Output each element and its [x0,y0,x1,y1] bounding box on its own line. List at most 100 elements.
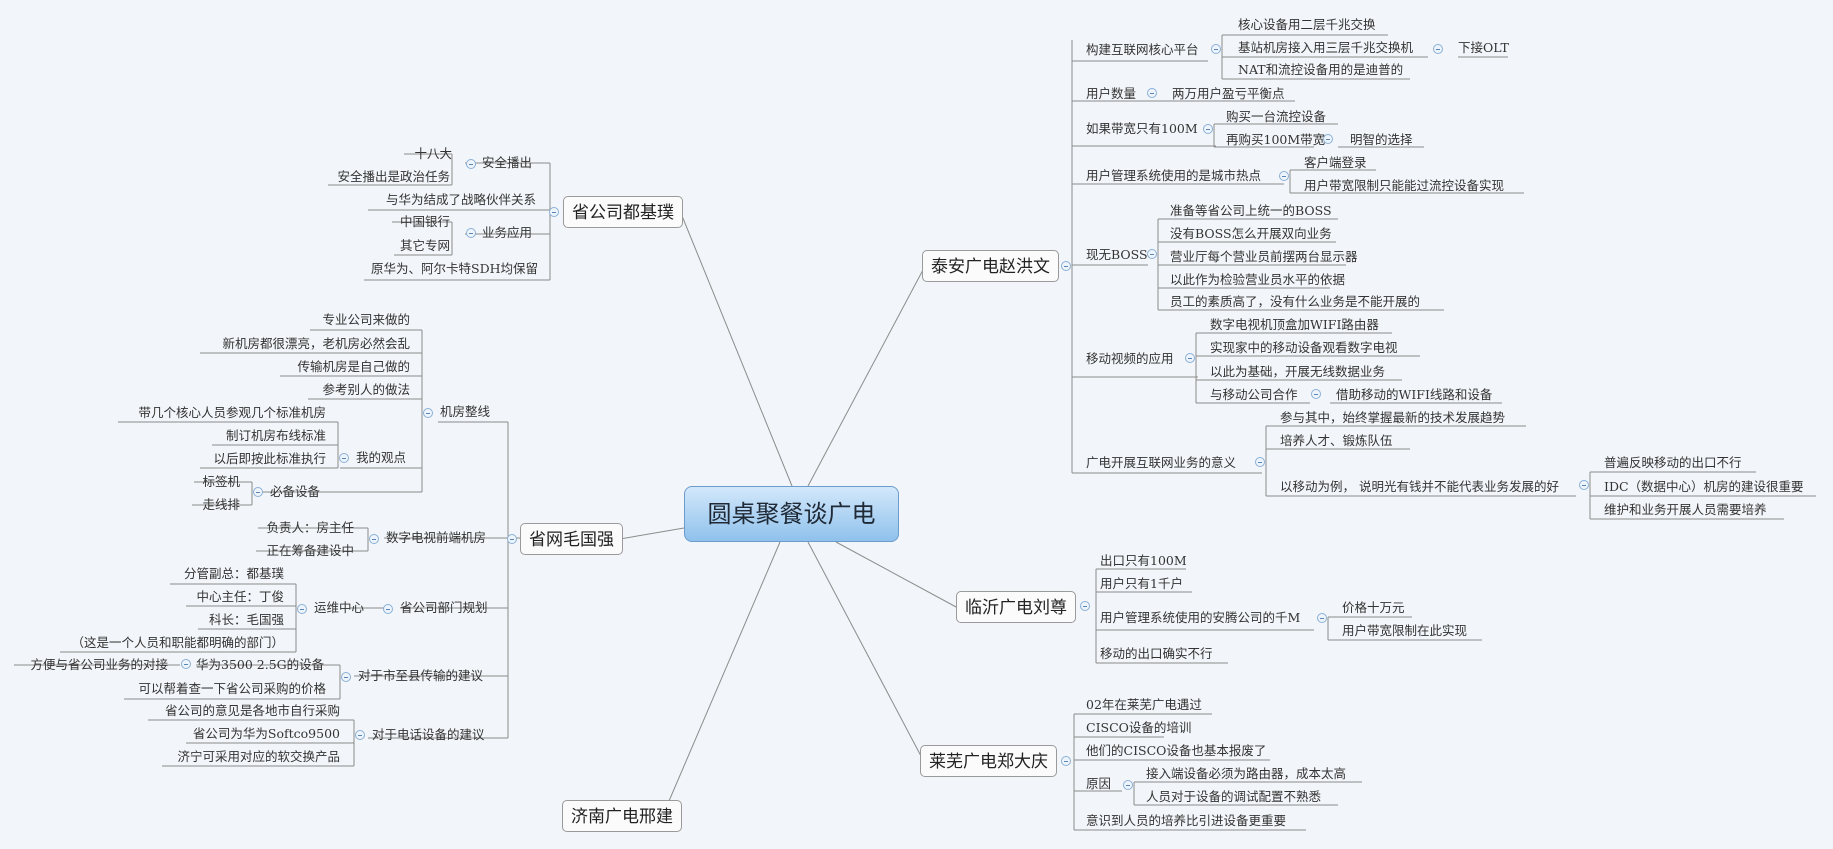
collapse-toggle-icon[interactable] [1061,756,1071,766]
taian-n4[interactable]: 用户管理系统使用的是城市热点 [1086,168,1262,183]
mao-tv-c2[interactable]: 正在筹备建设中 [266,543,354,558]
collapse-toggle-icon[interactable] [423,408,433,418]
taian-n3-c1[interactable]: 购买一台流控设备 [1226,109,1327,124]
mao-trans-c2[interactable]: 可以帮着查一下省公司采购的价格 [138,681,326,696]
taian-n7-c3c[interactable]: 维护和业务开展人员需要培养 [1604,502,1767,517]
taian-n3-c2a[interactable]: 明智的选择 [1350,132,1413,147]
mao-jf-eq[interactable]: 必备设备 [270,484,321,499]
laiwu-c4a[interactable]: 接入端设备必须为路由器，成本太高 [1146,766,1347,781]
branch-sheng[interactable]: 省公司都基璞 [563,196,683,228]
taian-n7-c3[interactable]: 以移动为例， 说明光有钱并不能代表业务发展的好 [1280,479,1559,494]
collapse-toggle-icon[interactable] [466,228,476,238]
mao-jf[interactable]: 机房整线 [440,404,491,419]
mao-jf-view-c3[interactable]: 以后即按此标准执行 [213,451,326,466]
collapse-toggle-icon[interactable] [341,672,351,682]
mao-ops-c3[interactable]: 科长：毛国强 [208,612,284,627]
collapse-toggle-icon[interactable] [1147,88,1157,98]
collapse-toggle-icon[interactable] [1061,261,1071,271]
sheng-c-c2[interactable]: 其它专网 [399,238,450,253]
collapse-toggle-icon[interactable] [1579,480,1589,490]
collapse-toggle-icon[interactable] [339,453,349,463]
collapse-toggle-icon[interactable] [1279,171,1289,181]
laiwu-c3[interactable]: 他们的CISCO设备也基本报废了 [1086,743,1267,758]
taian-n7[interactable]: 广电开展互联网业务的意义 [1086,455,1237,470]
mao-plan-ops[interactable]: 运维中心 [314,600,365,615]
collapse-toggle-icon[interactable] [253,487,263,497]
taian-n7-c1[interactable]: 参与其中，始终掌握最新的技术发展趋势 [1280,410,1506,425]
sheng-d[interactable]: 原华为、阿尔卡特SDH均保留 [371,261,538,276]
mao-ops-c2[interactable]: 中心主任：丁俊 [196,589,284,604]
taian-n5-c5[interactable]: 员工的素质高了，没有什么业务是不能开展的 [1170,294,1421,309]
taian-n6[interactable]: 移动视频的应用 [1086,351,1174,366]
collapse-toggle-icon[interactable] [297,604,307,614]
collapse-toggle-icon[interactable] [1185,353,1195,363]
taian-n6-c3[interactable]: 以此为基础，开展无线数据业务 [1210,364,1386,379]
mao-tv[interactable]: 数字电视前端机房 [386,530,487,545]
taian-n5[interactable]: 现无BOSS [1086,247,1148,262]
mao-jf-view-c2[interactable]: 制订机房布线标准 [225,428,326,443]
sheng-a[interactable]: 安全播出 [482,155,533,170]
branch-linyi[interactable]: 临沂广电刘尊 [956,591,1076,623]
taian-n1-c2[interactable]: 基站机房接入用三层千兆交换机 [1238,40,1414,55]
collapse-toggle-icon[interactable] [383,604,393,614]
branch-taian[interactable]: 泰安广电赵洪文 [922,250,1059,282]
collapse-toggle-icon[interactable] [1433,44,1443,54]
collapse-toggle-icon[interactable] [1323,134,1333,144]
linyi-c4[interactable]: 移动的出口确实不行 [1100,646,1213,661]
mao-jf-c3[interactable]: 传输机房是自己做的 [297,359,410,374]
linyi-c3a[interactable]: 价格十万元 [1342,600,1405,615]
collapse-toggle-icon[interactable] [1147,249,1157,259]
laiwu-c4b[interactable]: 人员对于设备的调试配置不熟悉 [1146,789,1322,804]
collapse-toggle-icon[interactable] [1311,389,1321,399]
taian-n2[interactable]: 用户数量 [1086,86,1137,101]
laiwu-c5[interactable]: 意识到人员的培养比引进设备更重要 [1086,813,1287,828]
collapse-toggle-icon[interactable] [1080,601,1090,611]
taian-n3[interactable]: 如果带宽只有100M [1086,121,1198,136]
laiwu-c1[interactable]: 02年在莱芜广电遇过 [1086,697,1202,712]
mao-phone[interactable]: 对于电话设备的建议 [372,727,485,742]
taian-n5-c4[interactable]: 以此作为检验营业员水平的依据 [1170,272,1346,287]
mao-jf-c2[interactable]: 新机房都很漂亮，老机房必然会乱 [222,336,410,351]
branch-maoguo[interactable]: 省网毛国强 [520,523,623,555]
sheng-a-c1[interactable]: 十八大 [414,146,452,161]
taian-n1-c1[interactable]: 核心设备用二层千兆交换 [1238,17,1376,32]
collapse-toggle-icon[interactable] [369,534,379,544]
sheng-a-c2[interactable]: 安全播出是政治任务 [337,169,450,184]
taian-n7-c3a[interactable]: 普遍反映移动的出口不行 [1604,455,1742,470]
linyi-c1[interactable]: 出口只有100M [1100,553,1187,568]
mao-trans-c1a[interactable]: 方便与省公司业务的对接 [30,657,168,672]
mao-jf-view[interactable]: 我的观点 [356,450,407,465]
taian-n7-c3b[interactable]: IDC（数据中心）机房的建设很重要 [1604,479,1804,494]
mao-jf-eq-c1[interactable]: 标签机 [202,474,240,489]
taian-n6-c4[interactable]: 与移动公司合作 [1210,387,1298,402]
taian-n3-c2[interactable]: 再购买100M带宽 [1226,132,1326,147]
mao-jf-c4[interactable]: 参考别人的做法 [322,382,410,397]
linyi-c3[interactable]: 用户管理系统使用的安腾公司的千M [1100,610,1301,625]
branch-laiwu[interactable]: 莱芜广电郑大庆 [920,745,1057,777]
mao-plan[interactable]: 省公司部门规划 [400,600,488,615]
collapse-toggle-icon[interactable] [1203,124,1213,134]
sheng-c[interactable]: 业务应用 [482,225,533,240]
collapse-toggle-icon[interactable] [466,159,476,169]
collapse-toggle-icon[interactable] [181,659,191,669]
taian-n4-c2[interactable]: 用户带宽限制只能能过流控设备实现 [1304,178,1505,193]
collapse-toggle-icon[interactable] [549,207,559,217]
collapse-toggle-icon[interactable] [1211,44,1221,54]
mao-trans[interactable]: 对于市至县传输的建议 [358,668,484,683]
linyi-c2[interactable]: 用户只有1千户 [1100,576,1183,591]
collapse-toggle-icon[interactable] [1255,457,1265,467]
mao-phone-c3[interactable]: 济宁可采用对应的软交换产品 [177,749,340,764]
mao-trans-c1[interactable]: 华为3500 2.5G的设备 [196,657,325,672]
taian-n6-c2[interactable]: 实现家中的移动设备观看数字电视 [1210,340,1398,355]
mao-phone-c2[interactable]: 省公司为华为Softco9500 [192,726,340,741]
sheng-b[interactable]: 与华为结成了战略伙伴关系 [385,192,536,207]
taian-n5-c2[interactable]: 没有BOSS怎么开展双向业务 [1170,226,1332,241]
collapse-toggle-icon[interactable] [355,730,365,740]
taian-n7-c2[interactable]: 培养人才、锻炼队伍 [1280,433,1393,448]
mao-phone-c1[interactable]: 省公司的意见是各地市自行采购 [164,703,340,718]
linyi-c3b[interactable]: 用户带宽限制在此实现 [1342,623,1468,638]
collapse-toggle-icon[interactable] [507,534,517,544]
mao-tv-c1[interactable]: 负责人：房主任 [266,520,354,535]
collapse-toggle-icon[interactable] [1123,780,1133,790]
taian-n5-c1[interactable]: 准备等省公司上统一的BOSS [1170,203,1332,218]
